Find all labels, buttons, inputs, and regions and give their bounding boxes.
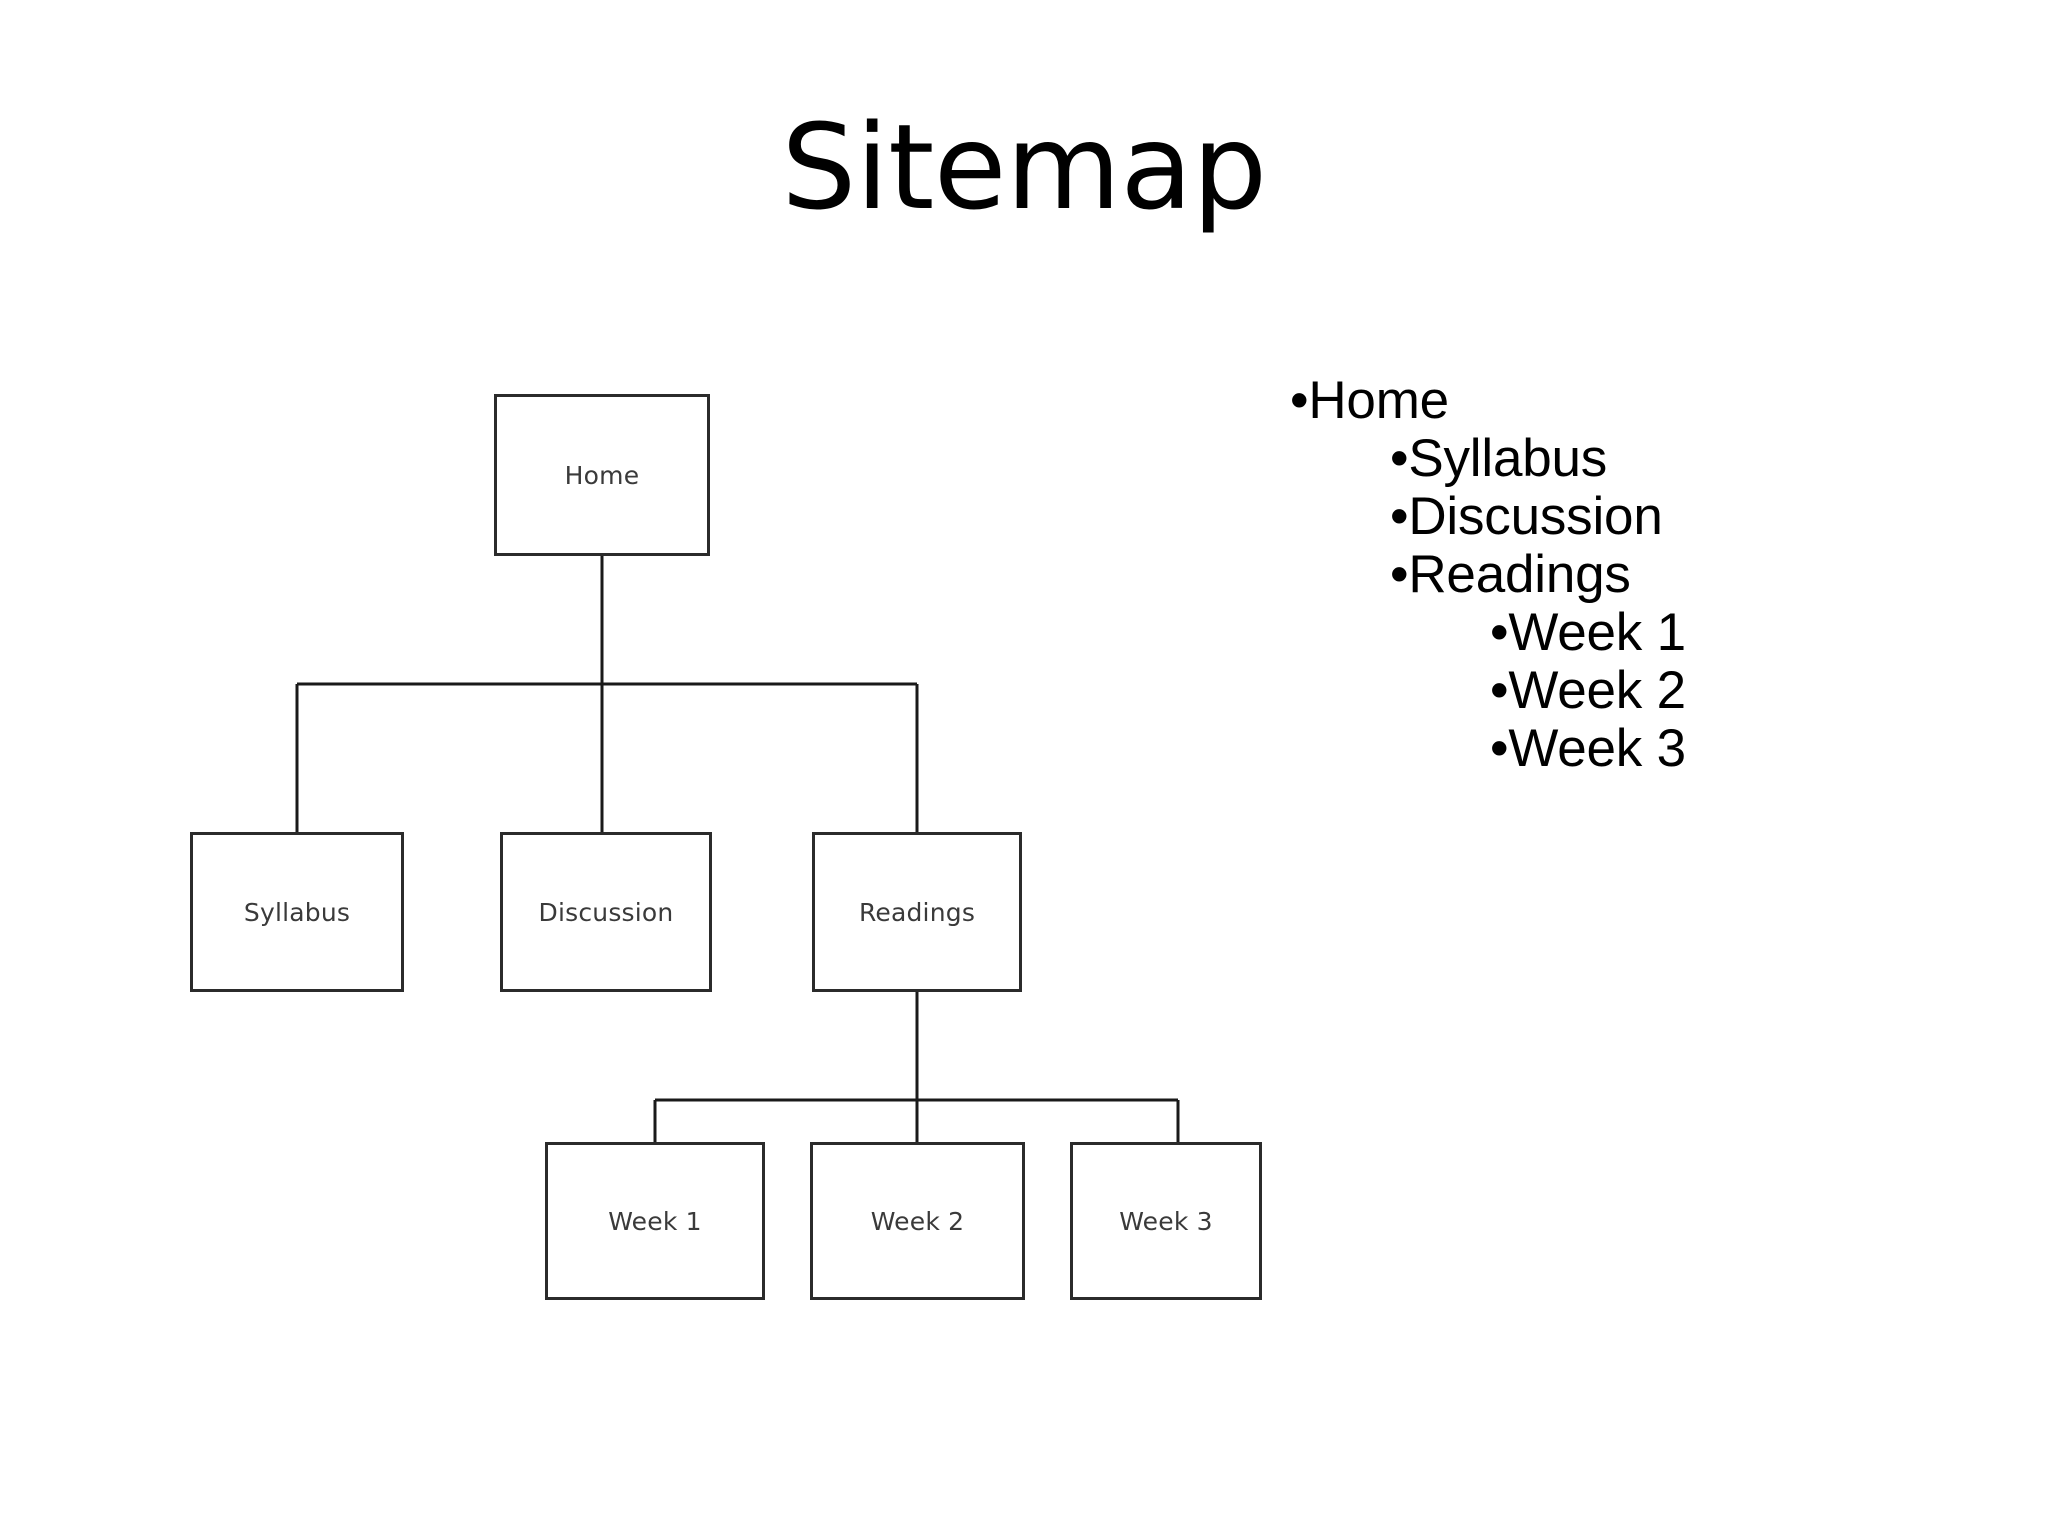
sitemap-outline: •Home •Syllabus •Discussion •Readings •W… — [1290, 372, 1990, 778]
list-item-label: Week 3 — [1508, 719, 1686, 778]
node-week-2-label: Week 2 — [870, 1206, 965, 1236]
list-item-label: Week 1 — [1508, 603, 1686, 662]
node-discussion-label: Discussion — [538, 897, 674, 927]
list-item: •Week 3 — [1290, 720, 1990, 778]
node-home-label: Home — [564, 460, 640, 490]
bullet-icon: • — [1490, 603, 1509, 662]
node-home[interactable]: Home — [494, 394, 710, 556]
node-week-2[interactable]: Week 2 — [810, 1142, 1025, 1300]
list-item-label: Discussion — [1408, 487, 1663, 546]
list-item: •Syllabus — [1290, 430, 1990, 488]
diagram-connectors — [295, 556, 1180, 1142]
bullet-icon: • — [1390, 487, 1409, 546]
node-syllabus-label: Syllabus — [243, 897, 351, 927]
list-item-label: Syllabus — [1408, 429, 1608, 488]
node-discussion[interactable]: Discussion — [500, 832, 712, 992]
node-readings-label: Readings — [858, 897, 976, 927]
bullet-icon: • — [1390, 545, 1409, 604]
bullet-icon: • — [1490, 661, 1509, 720]
page-title: Sitemap — [781, 98, 1267, 236]
list-item: •Readings — [1290, 546, 1990, 604]
bullet-icon: • — [1490, 719, 1509, 778]
list-item-label: Week 2 — [1508, 661, 1686, 720]
list-item: •Home — [1290, 372, 1990, 430]
node-syllabus[interactable]: Syllabus — [190, 832, 404, 992]
node-week-3-label: Week 3 — [1119, 1206, 1213, 1236]
list-item-label: Readings — [1408, 545, 1631, 604]
node-week-3[interactable]: Week 3 — [1070, 1142, 1262, 1300]
node-readings[interactable]: Readings — [812, 832, 1022, 992]
bullet-icon: • — [1390, 429, 1409, 488]
list-item: •Week 1 — [1290, 604, 1990, 662]
node-week-1-label: Week 1 — [608, 1206, 702, 1236]
sitemap-diagram: Home Syllabus Discussion Readings Week 1… — [190, 394, 1262, 1300]
list-item: •Week 2 — [1290, 662, 1990, 720]
list-item-label: Home — [1308, 371, 1449, 430]
list-item: •Discussion — [1290, 488, 1990, 546]
bullet-icon: • — [1290, 371, 1309, 430]
node-week-1[interactable]: Week 1 — [545, 1142, 765, 1300]
